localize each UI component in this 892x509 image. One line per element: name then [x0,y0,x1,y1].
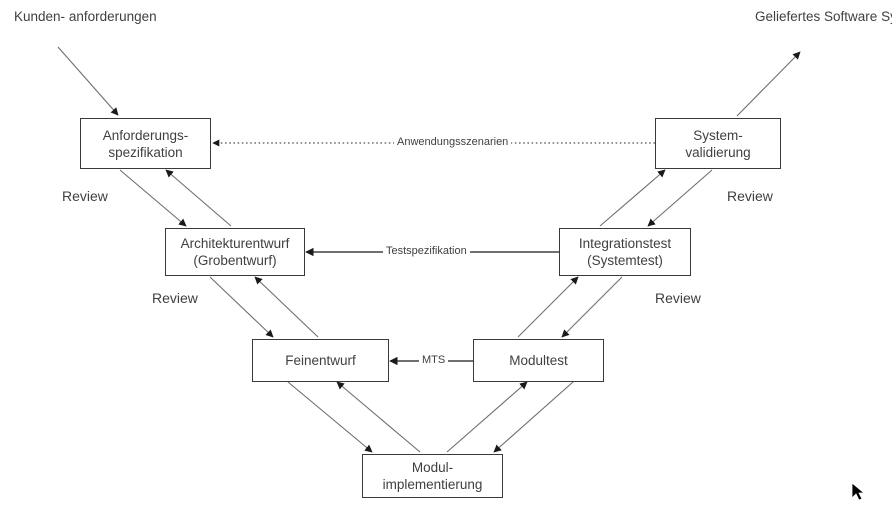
arrow-input-to-anforderungsspezifikation [57,46,119,116]
review-left-bottom: Review [152,290,198,306]
node-integrationstest-line1: Integrationstest [578,236,672,251]
node-systemvalidierung-line1: System- [693,127,743,143]
label-kundenanforderungen: Kunden- anforderungen [14,8,157,25]
node-anforderungsspezifikation-line2: spezifikation [108,144,183,160]
review-right-top: Review [727,188,773,204]
node-modulimplementierung-line1: Modul- [411,460,454,475]
node-modulimplementierung-line2: implementierung [382,477,483,492]
arrow-systemvalidierung-to-output [736,51,801,117]
review-right-bottom: Review [655,290,701,306]
arrow-integrationstest-to-modultest [561,276,623,338]
node-modultest[interactable]: Modultest [473,339,604,382]
node-architekturentwurf-line2: (Grobentwurf) [193,253,277,268]
arrow-modultest-to-integrationstest [517,276,579,338]
node-anforderungsspezifikation-line1: Anforderungs- [102,127,189,143]
label-geliefertes-software-system-line1: Geliefertes Software [755,9,878,24]
node-integrationstest-line2: (Systemtest) [587,253,663,268]
arrow-integrationstest-to-systemvalidierung [599,169,666,227]
arrow-feinentwurf-to-architekturentwurf [254,276,319,338]
review-left-top: Review [62,188,108,204]
label-geliefertes-software-system-line2: System [881,9,892,24]
arrow-architekturentwurf-to-feinentwurf [209,276,274,338]
arrow-modulimplementierung-to-modultest [446,381,528,453]
node-architekturentwurf[interactable]: Architekturentwurf (Grobentwurf) [165,228,305,276]
node-systemvalidierung-line2: validierung [685,144,751,160]
edge-label-testspezifikation: Testspezifikation [383,245,470,258]
arrow-modultest-to-modulimplementierung [493,381,574,453]
label-kundenanforderungen-line2: anforderungen [68,9,157,24]
edge-label-mts: MTS [419,354,449,367]
arrow-systemvalidierung-to-integrationstest [647,169,713,227]
node-integrationstest[interactable]: Integrationstest (Systemtest) [559,228,691,276]
node-feinentwurf-line1: Feinentwurf [285,353,356,368]
edge-label-anwendungsszenarien: Anwendungsszenarien [394,136,512,149]
arrow-feinentwurf-to-modulimplementierung [287,381,373,453]
node-modultest-line1: Modultest [509,353,568,368]
arrow-anforderungsspezifikation-to-architekturentwurf [119,169,187,227]
node-feinentwurf[interactable]: Feinentwurf [252,339,389,382]
label-geliefertes-software-system: Geliefertes Software System [755,8,892,25]
node-anforderungsspezifikation[interactable]: Anforderungs- spezifikation [80,118,211,169]
label-kundenanforderungen-line1: Kunden- [14,9,66,24]
node-modulimplementierung[interactable]: Modul- implementierung [362,454,503,498]
node-systemvalidierung[interactable]: System- validierung [655,118,781,169]
arrow-modulimplementierung-to-feinentwurf [336,381,421,453]
arrow-architekturentwurf-to-anforderungsspezifikation [165,169,232,227]
node-architekturentwurf-line1: Architekturentwurf [180,236,290,251]
